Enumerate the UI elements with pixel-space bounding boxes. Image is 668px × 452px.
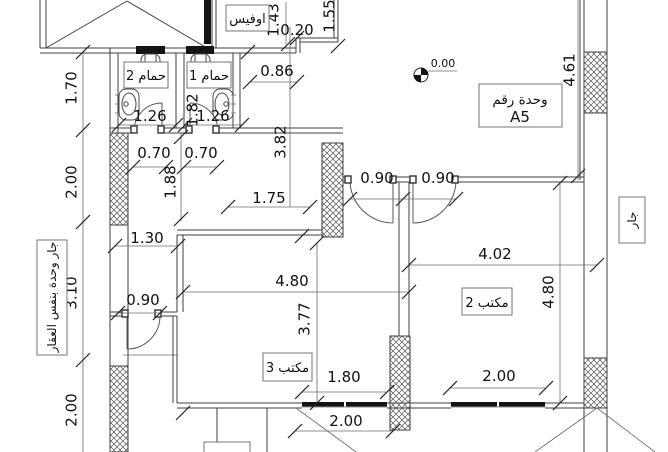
sink-basin-icon (214, 92, 230, 116)
room-labels: اوفيس حمام 2 حمام 1 وحدة رقم A5 مكتب 3 م… (36, 4, 646, 452)
dim-382: 3.82 (271, 125, 289, 158)
neighbor-left-label-box (36, 239, 68, 356)
hatched-columns (109, 51, 608, 452)
bathroom2-label: حمام 2 (126, 69, 166, 84)
office2-label: مكتب 2 (465, 296, 508, 311)
door-swing-arc (126, 315, 161, 350)
unit-label-line1: وحدة رقم (492, 92, 547, 108)
door-swing-arc (349, 179, 394, 224)
dim-480-office2: 4.80 (539, 275, 557, 308)
column-hatch (583, 51, 608, 114)
dim-175: 1.75 (252, 189, 285, 207)
dim-200-window: 2.00 (482, 367, 515, 385)
dim-170: 1.70 (62, 71, 80, 104)
column-hatch (109, 132, 129, 226)
neighbor-left-label: جار وحدة بنفس العقار (45, 242, 60, 354)
unit-label-line2: A5 (510, 108, 530, 126)
door-swing-arc (412, 179, 457, 224)
column-hatch (389, 335, 411, 431)
dim-070-bath1: 0.70 (184, 144, 217, 162)
bathroom1-label-box (186, 61, 232, 89)
windows (204, 0, 545, 407)
office-label-box (225, 4, 270, 32)
dim-155: 1.55 (320, 0, 338, 33)
neighbor-right-label-box (618, 196, 646, 244)
datum-symbol: 0.00 (413, 57, 457, 83)
dim-126-bath1: 1.26 (196, 107, 229, 125)
dim-188: 1.88 (161, 165, 179, 198)
toilet-tank-icon (186, 46, 214, 54)
unit-label-box (478, 83, 563, 128)
sink-drain-icon (223, 101, 229, 107)
dim-126-bath2: 1.26 (133, 107, 166, 125)
office2-label-box (461, 287, 513, 316)
cutoff-label-box (203, 441, 251, 452)
wall-section-bar (204, 0, 211, 44)
terrace-diagonals (295, 407, 656, 452)
window-bar (451, 402, 497, 407)
window-bar (499, 402, 545, 407)
datum-level-text: 0.00 (431, 57, 456, 70)
dim-377: 3.77 (295, 302, 313, 335)
bathroom1-label: حمام 1 (189, 69, 229, 84)
dim-200-left-upper: 2.00 (62, 165, 80, 198)
datum-icon (421, 68, 428, 75)
dim-182: 1.82 (183, 93, 201, 126)
dim-130: 1.30 (130, 229, 163, 247)
lightwell-xbox (39, 0, 208, 49)
window-bar (302, 402, 344, 407)
dimension-texts-vertical: 1.43 1.55 1.70 2.00 3.10 2.00 1.82 1.88 … (62, 0, 578, 427)
dim-090-entry: 0.90 (126, 291, 159, 309)
doors (121, 102, 459, 350)
neighbor-right-label: جار (625, 212, 640, 230)
dimension-ticks (75, 30, 605, 439)
dim-020: 0.20 (280, 21, 313, 39)
datum-icon (414, 75, 421, 82)
column-hatch (583, 357, 608, 409)
toilet-tank-icon (136, 46, 165, 54)
dimension-texts: 0.20 0.86 1.26 1.26 0.70 0.70 0.90 0.90 … (126, 21, 515, 430)
dim-090-hall-left: 0.90 (360, 169, 393, 187)
office3-label-box (262, 352, 313, 382)
dim-200-left-lower: 2.00 (62, 393, 80, 426)
dim-480-office3: 4.80 (275, 272, 308, 290)
sink-drain-icon (123, 101, 129, 107)
office-label: اوفيس (229, 12, 266, 27)
dim-180-window: 1.80 (327, 368, 360, 386)
column-hatch (109, 365, 129, 452)
office3-label: مكتب 3 (266, 361, 309, 376)
dim-200-bottom: 2.00 (329, 412, 362, 430)
column-hatch (321, 142, 344, 238)
sink-basin-icon (121, 92, 137, 116)
bathroom2-label-box (123, 61, 169, 89)
dim-070-bath2: 0.70 (137, 144, 170, 162)
dim-090-hall-right: 0.90 (421, 169, 454, 187)
window-bar (346, 402, 387, 407)
dim-086: 0.86 (260, 62, 293, 80)
dim-461: 4.61 (560, 53, 578, 86)
dim-402: 4.02 (478, 245, 511, 263)
